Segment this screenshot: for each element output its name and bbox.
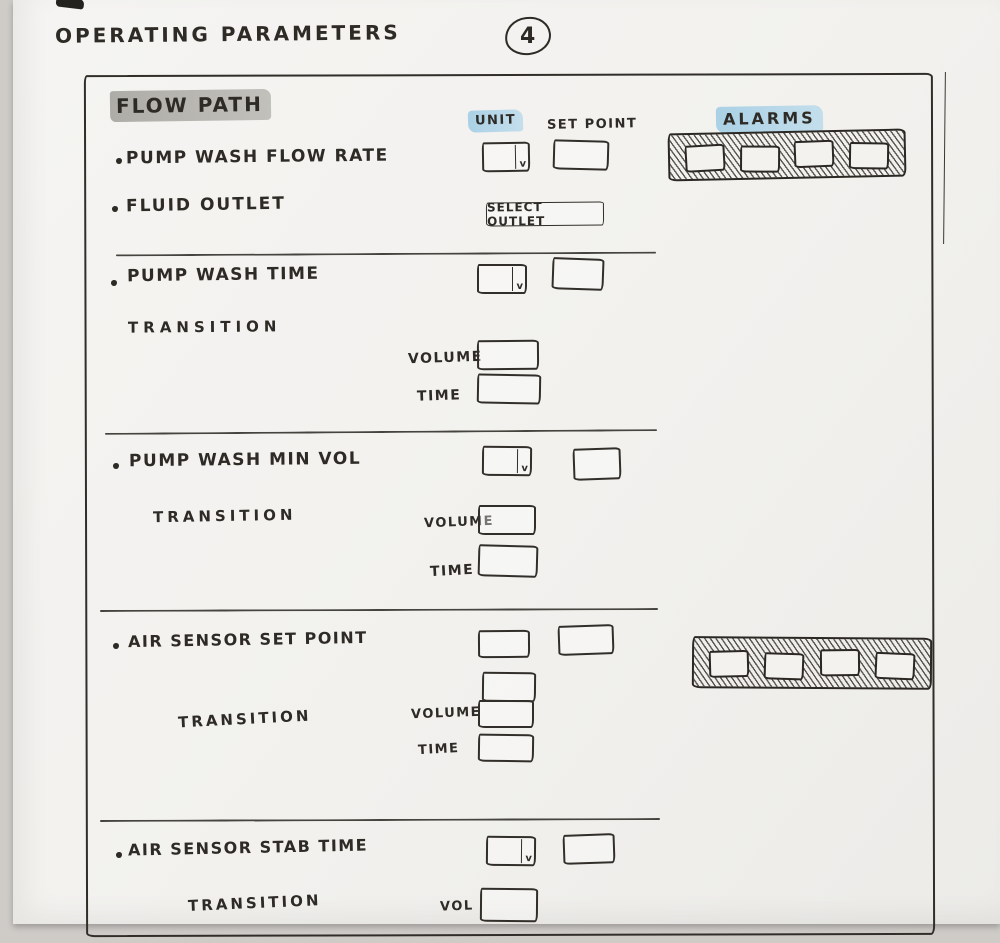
alarm-checkbox[interactable] [684, 143, 726, 173]
pump-wash-flow-rate-unit-dropdown[interactable]: v [481, 141, 531, 173]
bullet-dot [113, 463, 119, 469]
pump-wash-min-vol-time-input[interactable] [477, 544, 539, 578]
pump-wash-flow-rate-alarm-strip [667, 128, 907, 182]
unit-header-highlight: UNIT [467, 109, 524, 133]
column-header-alarms: ALARMS [715, 105, 823, 133]
pump-wash-min-vol-set-point-input[interactable] [572, 447, 622, 481]
time-label: TIME [429, 561, 475, 581]
bullet-dot [112, 206, 118, 212]
page-number: 4 [520, 23, 536, 49]
bullet-dot [111, 280, 117, 286]
row-label-pump-wash-min-vol: PUMP WASH MIN VOL [128, 448, 362, 472]
column-header-unit: UNIT [467, 109, 524, 133]
pump-wash-min-vol-unit-dropdown[interactable]: v [481, 445, 533, 477]
air-sensor-time-input[interactable] [477, 733, 535, 763]
row-label-fluid-outlet: FLUID OUTLET [125, 193, 287, 217]
volume-label: VOLUME [410, 704, 482, 723]
time-label: TIME [417, 740, 460, 759]
ink-smudge [55, 0, 85, 10]
page-number-badge: 4 [503, 14, 553, 58]
chevron-down-icon: v [516, 281, 523, 292]
air-sensor-stab-time-set-point-input[interactable] [562, 833, 616, 865]
air-sensor-alarm-strip [691, 636, 933, 690]
chevron-down-icon: v [525, 853, 532, 865]
alarm-checkbox[interactable] [849, 141, 890, 170]
time-label: TIME [416, 387, 462, 405]
dropdown-divider [514, 144, 517, 169]
page-title: OPERATING PARAMETERS [54, 20, 401, 48]
chevron-down-icon: v [519, 158, 527, 170]
select-outlet-button[interactable]: SELECT OUTLET [485, 200, 605, 229]
volume-label: VOLUME [407, 348, 484, 368]
dropdown-divider [516, 449, 519, 474]
bullet-dot [116, 852, 122, 858]
pump-wash-min-vol-volume-input[interactable] [478, 505, 536, 535]
section-title-highlight: FLOW PATH [109, 88, 272, 123]
pump-wash-flow-rate-set-point-input[interactable] [552, 139, 610, 171]
alarm-checkbox[interactable] [708, 649, 750, 678]
transition-label: TRANSITION [127, 317, 282, 337]
alarm-checkbox[interactable] [763, 651, 805, 680]
alarm-checkbox[interactable] [819, 648, 860, 676]
pump-wash-time-unit-dropdown[interactable]: v [477, 264, 527, 294]
transition-label: TRANSITION [152, 505, 297, 527]
row-label-pump-wash-time: PUMP WASH TIME [126, 263, 320, 287]
air-sensor-extra-input[interactable] [481, 671, 537, 703]
air-sensor-stab-time-unit-dropdown[interactable]: v [485, 835, 537, 867]
air-sensor-stab-time-vol-input[interactable] [479, 887, 539, 923]
section-title: FLOW PATH [109, 88, 272, 123]
bullet-dot [113, 643, 119, 649]
dropdown-divider [512, 267, 513, 291]
pump-wash-time-volume-input[interactable] [476, 339, 540, 371]
column-header-set-point: SET POINT [546, 116, 638, 133]
alarm-checkbox[interactable] [739, 144, 780, 173]
alarms-header-highlight: ALARMS [715, 105, 823, 133]
frame-double-stroke [943, 71, 946, 245]
pump-wash-time-time-input[interactable] [476, 373, 542, 405]
vol-label: VOL [439, 898, 474, 915]
air-sensor-set-point-input[interactable] [557, 624, 615, 656]
air-sensor-volume-input[interactable] [478, 700, 534, 728]
pump-wash-time-set-point-input[interactable] [551, 257, 605, 291]
bullet-dot [116, 158, 122, 164]
row-label-pump-wash-flow-rate: PUMP WASH FLOW RATE [125, 145, 389, 169]
alarm-checkbox[interactable] [874, 651, 916, 680]
air-sensor-set-point-unit-input[interactable] [477, 629, 531, 659]
chevron-down-icon: v [521, 463, 528, 475]
dropdown-divider [520, 839, 523, 864]
alarm-checkbox[interactable] [793, 139, 835, 168]
